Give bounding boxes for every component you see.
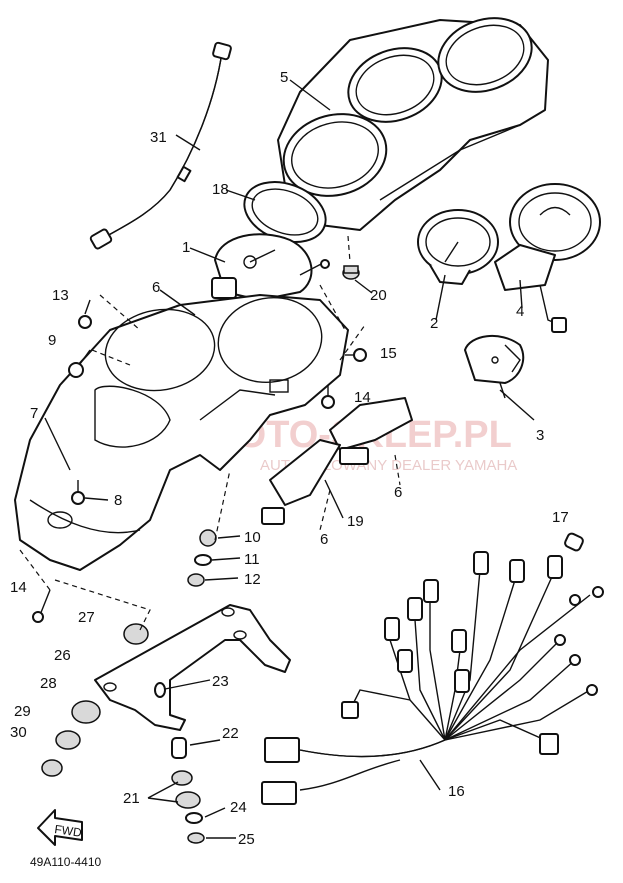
callout-21: 21	[123, 790, 140, 807]
fwd-arrow-icon: FWD	[37, 809, 83, 846]
callout-1: 1	[182, 239, 190, 256]
callout-19: 19	[347, 513, 364, 530]
meter-cover	[277, 17, 549, 231]
meter-case	[14, 294, 349, 571]
washer-24	[185, 812, 203, 824]
callout-11: 11	[244, 551, 260, 568]
callouts: 1 2 3 4 5 6 7 8 9 10 11 12 13 14 14 15 1…	[10, 69, 569, 848]
screw-15	[345, 348, 367, 362]
bezel-ring	[243, 181, 327, 243]
callout-6a: 6	[394, 484, 402, 501]
collar-11	[194, 554, 212, 566]
callout-30: 30	[10, 724, 27, 741]
callout-2: 2	[430, 315, 438, 332]
bolt-23	[154, 681, 201, 698]
callout-27: 27	[78, 609, 95, 626]
callout-13: 13	[52, 287, 69, 304]
callout-28: 28	[40, 675, 57, 692]
callout-22: 22	[222, 725, 239, 742]
cap-17	[564, 532, 584, 552]
callout-10: 10	[244, 529, 261, 546]
callout-7: 7	[30, 405, 38, 422]
indicator-unit	[464, 334, 525, 399]
collar-22	[171, 737, 187, 759]
callout-14-lower: 14	[10, 579, 27, 596]
screw-8	[71, 480, 85, 505]
callout-4: 4	[516, 303, 524, 320]
nut-12	[187, 573, 205, 587]
damper-27	[123, 623, 149, 645]
collar-29	[55, 730, 81, 750]
callout-18: 18	[212, 181, 229, 198]
callout-12: 12	[244, 571, 261, 588]
harness-bracket	[261, 397, 413, 525]
callout-3: 3	[536, 427, 544, 444]
screw-9	[68, 349, 91, 378]
callout-6: 6	[152, 279, 160, 296]
leader-lines	[44, 79, 535, 839]
callout-15: 15	[380, 345, 397, 362]
meter-unit-4	[494, 183, 601, 333]
assembly-lines	[19, 235, 401, 631]
callout-17: 17	[552, 509, 569, 526]
grommet-28	[71, 700, 101, 724]
callout-16: 16	[448, 783, 465, 800]
screw-14-lower	[32, 589, 51, 623]
callout-5: 5	[280, 69, 288, 86]
speedometer-unit	[417, 209, 499, 285]
screw-13	[78, 299, 92, 329]
nut-25	[187, 832, 205, 844]
speedometer-cable	[89, 41, 232, 250]
grommet-10	[199, 529, 217, 547]
callout-6b: 6	[320, 531, 328, 548]
callout-14-upper: 14	[354, 389, 371, 406]
callout-24: 24	[230, 799, 247, 816]
grommet-21	[171, 770, 201, 809]
grommet-20	[342, 265, 360, 280]
callout-23: 23	[212, 673, 229, 690]
callout-8: 8	[114, 492, 122, 509]
callout-26: 26	[54, 647, 71, 664]
nut-30	[41, 759, 63, 777]
fwd-label: FWD	[54, 822, 83, 840]
meter-bracket	[94, 604, 291, 731]
callout-9: 9	[48, 332, 56, 349]
callout-31: 31	[150, 129, 167, 146]
wire-harness	[261, 551, 604, 805]
callout-20: 20	[370, 287, 387, 304]
screw-14-upper	[321, 385, 335, 409]
callout-29: 29	[14, 703, 31, 720]
diagram-code: 49A110-4410	[30, 855, 102, 869]
callout-25: 25	[238, 831, 255, 848]
tachometer-unit	[211, 233, 330, 301]
